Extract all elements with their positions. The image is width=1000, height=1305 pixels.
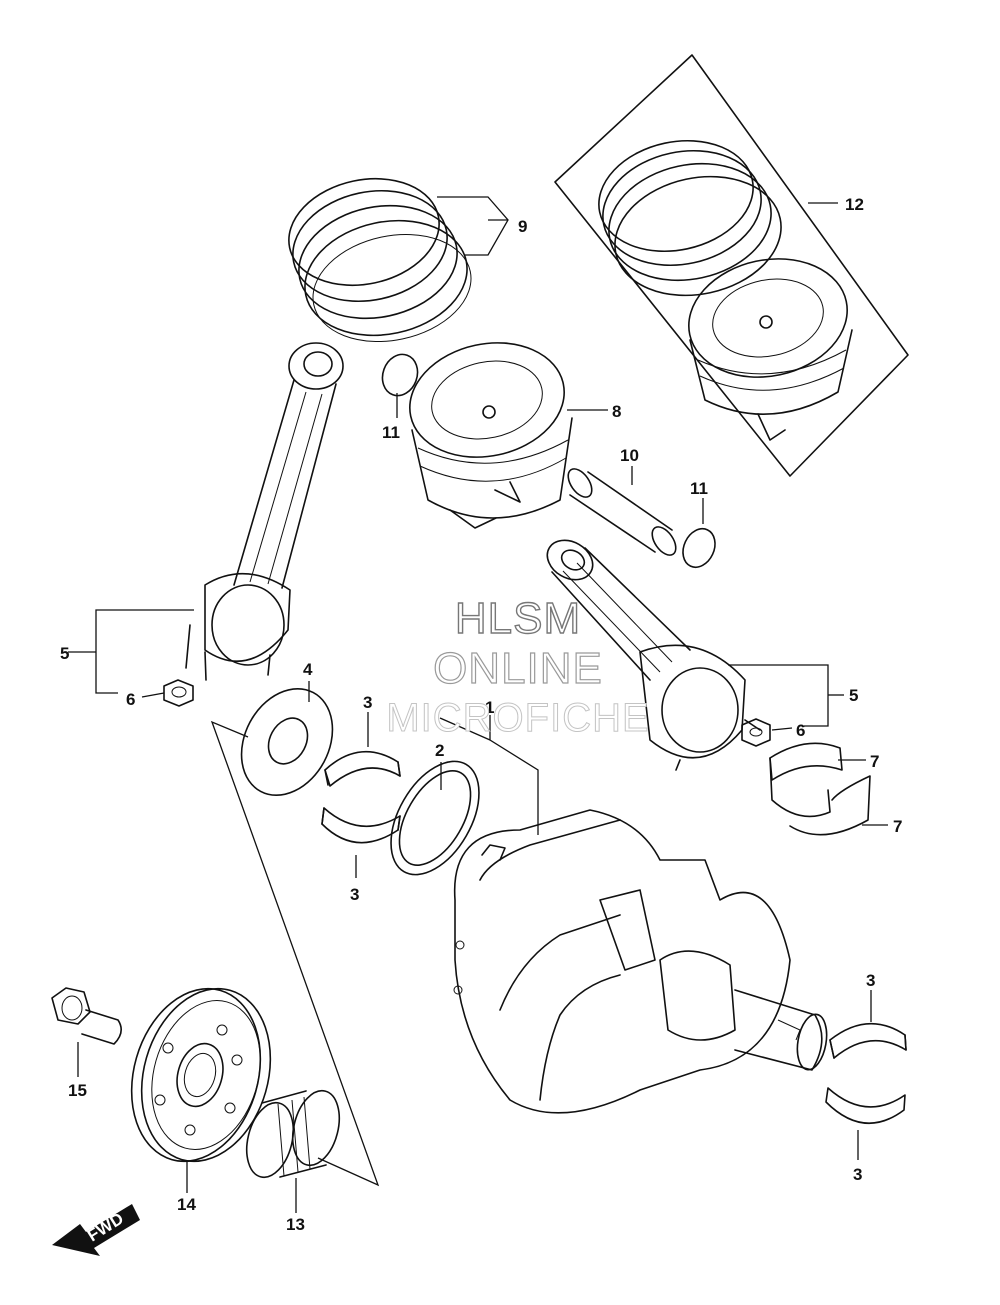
callout-2: 2 <box>435 741 444 760</box>
callout-7: 7 <box>893 817 902 836</box>
crank-spline-gear <box>245 1089 341 1179</box>
callout-3: 3 <box>866 971 875 990</box>
leader-lines <box>68 196 888 1213</box>
connecting-rod-left <box>185 342 344 681</box>
rod-nut-right <box>741 718 771 747</box>
callout-labels: 1 2 3 3 3 3 4 5 5 6 6 7 7 8 9 10 11 11 1… <box>60 195 902 1234</box>
callout-11: 11 <box>382 423 400 442</box>
piston <box>409 342 573 529</box>
callout-7: 7 <box>870 752 879 771</box>
callout-5: 5 <box>849 686 858 705</box>
piston-pin <box>567 468 677 556</box>
callout-9: 9 <box>518 217 527 236</box>
watermark-line-2: ONLINE <box>433 644 603 693</box>
piston-pin-circlip-right <box>682 527 716 569</box>
callout-13: 13 <box>286 1215 305 1234</box>
fwd-arrow: FWD <box>52 1204 140 1256</box>
piston-rings <box>288 177 472 343</box>
callout-4: 4 <box>303 660 313 679</box>
callout-11: 11 <box>690 479 708 498</box>
callout-12: 12 <box>845 195 864 214</box>
rod-nut-left <box>163 679 194 707</box>
callout-6: 6 <box>796 721 805 740</box>
primary-drive-gear <box>130 987 272 1163</box>
callout-10: 10 <box>620 446 639 465</box>
thrust-washer <box>240 687 334 797</box>
callout-5: 5 <box>60 644 69 663</box>
callout-14: 14 <box>177 1195 196 1214</box>
crank-journal-bearings-right <box>825 1022 907 1124</box>
callout-3: 3 <box>350 885 359 904</box>
piston-set-piston <box>688 258 853 441</box>
callout-6: 6 <box>126 690 135 709</box>
watermark-line-3: MICROFICHE <box>386 696 649 740</box>
watermark-line-1: HLSM <box>455 594 581 643</box>
crankshaft <box>453 809 828 1114</box>
connecting-rod-right <box>546 539 761 771</box>
callout-3: 3 <box>363 693 372 712</box>
piston-set-box <box>554 54 909 477</box>
piston-set-rings <box>598 139 782 297</box>
primary-drive-box <box>210 720 380 1187</box>
conrod-bearings <box>769 742 871 836</box>
piston-pin-circlip <box>381 353 419 397</box>
crank-journal-bearings-left <box>321 750 401 844</box>
gear-bolt <box>51 987 122 1045</box>
callout-8: 8 <box>612 402 621 421</box>
callout-3: 3 <box>853 1165 862 1184</box>
watermark: HLSM ONLINE MICROFICHE <box>386 593 649 740</box>
callout-1: 1 <box>485 698 494 717</box>
callout-15: 15 <box>68 1081 87 1100</box>
thrust-bearing <box>390 760 480 876</box>
